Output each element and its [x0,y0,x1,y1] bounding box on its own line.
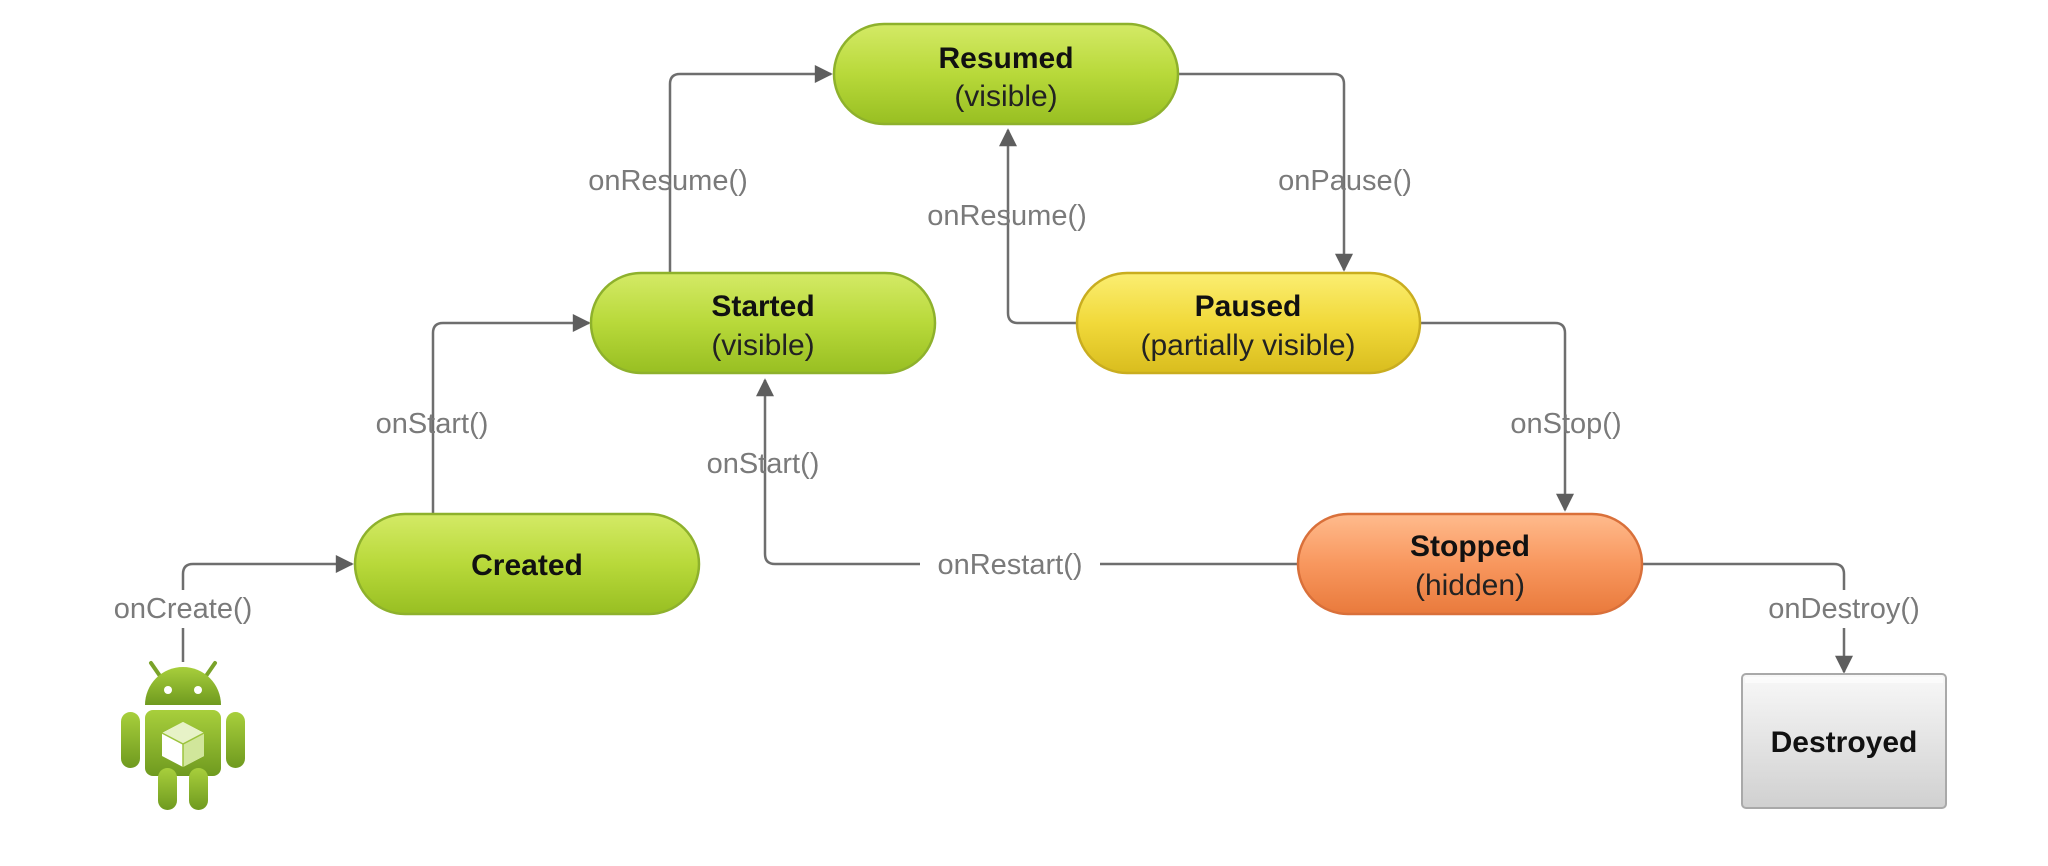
connector-on-resume-from-paused [999,128,1077,325]
label-on-start-from-stopped: onStart() [707,448,820,480]
state-resumed: Resumed (visible) [832,22,1180,126]
connector-on-pause [1178,72,1353,272]
state-started-title: Started [711,290,814,323]
connector-on-restart [756,378,1300,566]
state-resumed-subtitle: (visible) [954,80,1057,113]
state-started-subtitle: (visible) [711,329,814,362]
state-destroyed: Destroyed [1741,673,1947,809]
label-on-restart-bg [920,545,1100,583]
connector-on-resume-from-started [668,65,833,274]
state-created: Created [353,512,701,616]
label-on-pause: onPause() [1278,165,1412,197]
state-stopped-title: Stopped [1410,530,1530,563]
label-on-stop: onStop() [1510,408,1621,440]
state-paused-subtitle: (partially visible) [1140,329,1355,362]
connector-on-stop [1420,321,1574,512]
connector-on-start-from-created [431,314,591,514]
state-stopped-subtitle: (hidden) [1415,569,1525,602]
label-on-start-from-created: onStart() [376,408,489,440]
label-on-create-bg [95,590,270,628]
label-on-resume-from-started: onResume() [588,165,748,197]
connector-on-create [181,555,354,662]
label-on-restart: onRestart() [937,549,1082,581]
state-destroyed-title: Destroyed [1771,726,1918,759]
state-stopped: Stopped (hidden) [1296,512,1644,616]
label-on-resume-from-paused: onResume() [927,200,1087,232]
android-robot-icon [121,661,245,810]
connector-on-destroy [1640,562,1853,674]
state-paused-title: Paused [1195,290,1302,323]
state-started: Started (visible) [589,271,937,375]
state-paused: Paused (partially visible) [1075,271,1422,375]
label-on-create: onCreate() [114,593,253,625]
state-created-title: Created [471,549,583,582]
label-on-destroy: onDestroy() [1768,593,1920,625]
state-resumed-title: Resumed [938,42,1073,75]
label-on-destroy-bg [1748,590,1940,628]
